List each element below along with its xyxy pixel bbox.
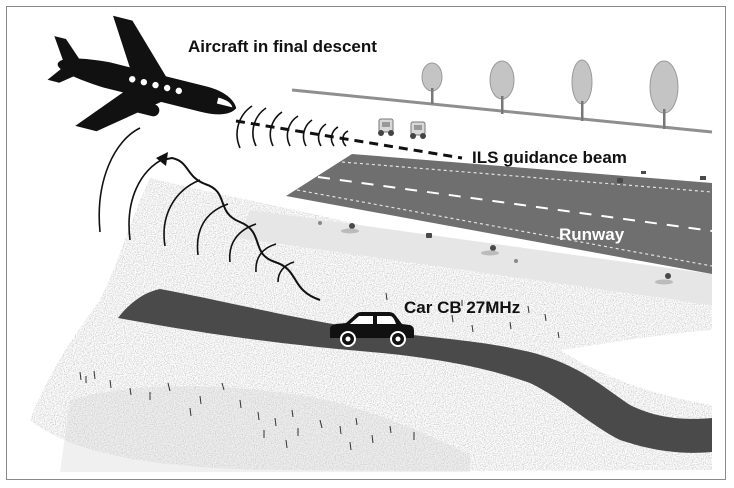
image-frame	[6, 6, 726, 480]
car-icon	[330, 312, 414, 347]
ground-vehicle-icon	[378, 118, 426, 139]
runway-light	[481, 245, 499, 256]
tree-icon	[571, 59, 593, 121]
tree-icon	[421, 62, 443, 104]
runway-shoulder	[238, 210, 712, 305]
grass-ticks	[79, 292, 560, 451]
arrow-head-icon	[156, 152, 168, 166]
aircraft-label: Aircraft in final descent	[188, 37, 377, 56]
road	[118, 289, 712, 453]
runway-lights	[318, 171, 706, 285]
tree-icon	[421, 59, 679, 129]
car-label: Car CB 27MHz	[404, 298, 520, 317]
runway-light	[655, 273, 673, 285]
airplane-icon	[47, 15, 237, 132]
tree-icon	[489, 60, 515, 114]
runway-label: Runway	[559, 225, 625, 244]
runway-light	[341, 223, 359, 234]
cb-signal-arcs	[98, 127, 295, 283]
ils-beam-line	[235, 119, 463, 160]
ils-signal-arcs	[236, 105, 349, 149]
interference-wave	[156, 152, 321, 301]
tree-icon	[649, 60, 679, 129]
runway	[286, 154, 713, 274]
ils-label: ILS guidance beam	[472, 148, 627, 167]
